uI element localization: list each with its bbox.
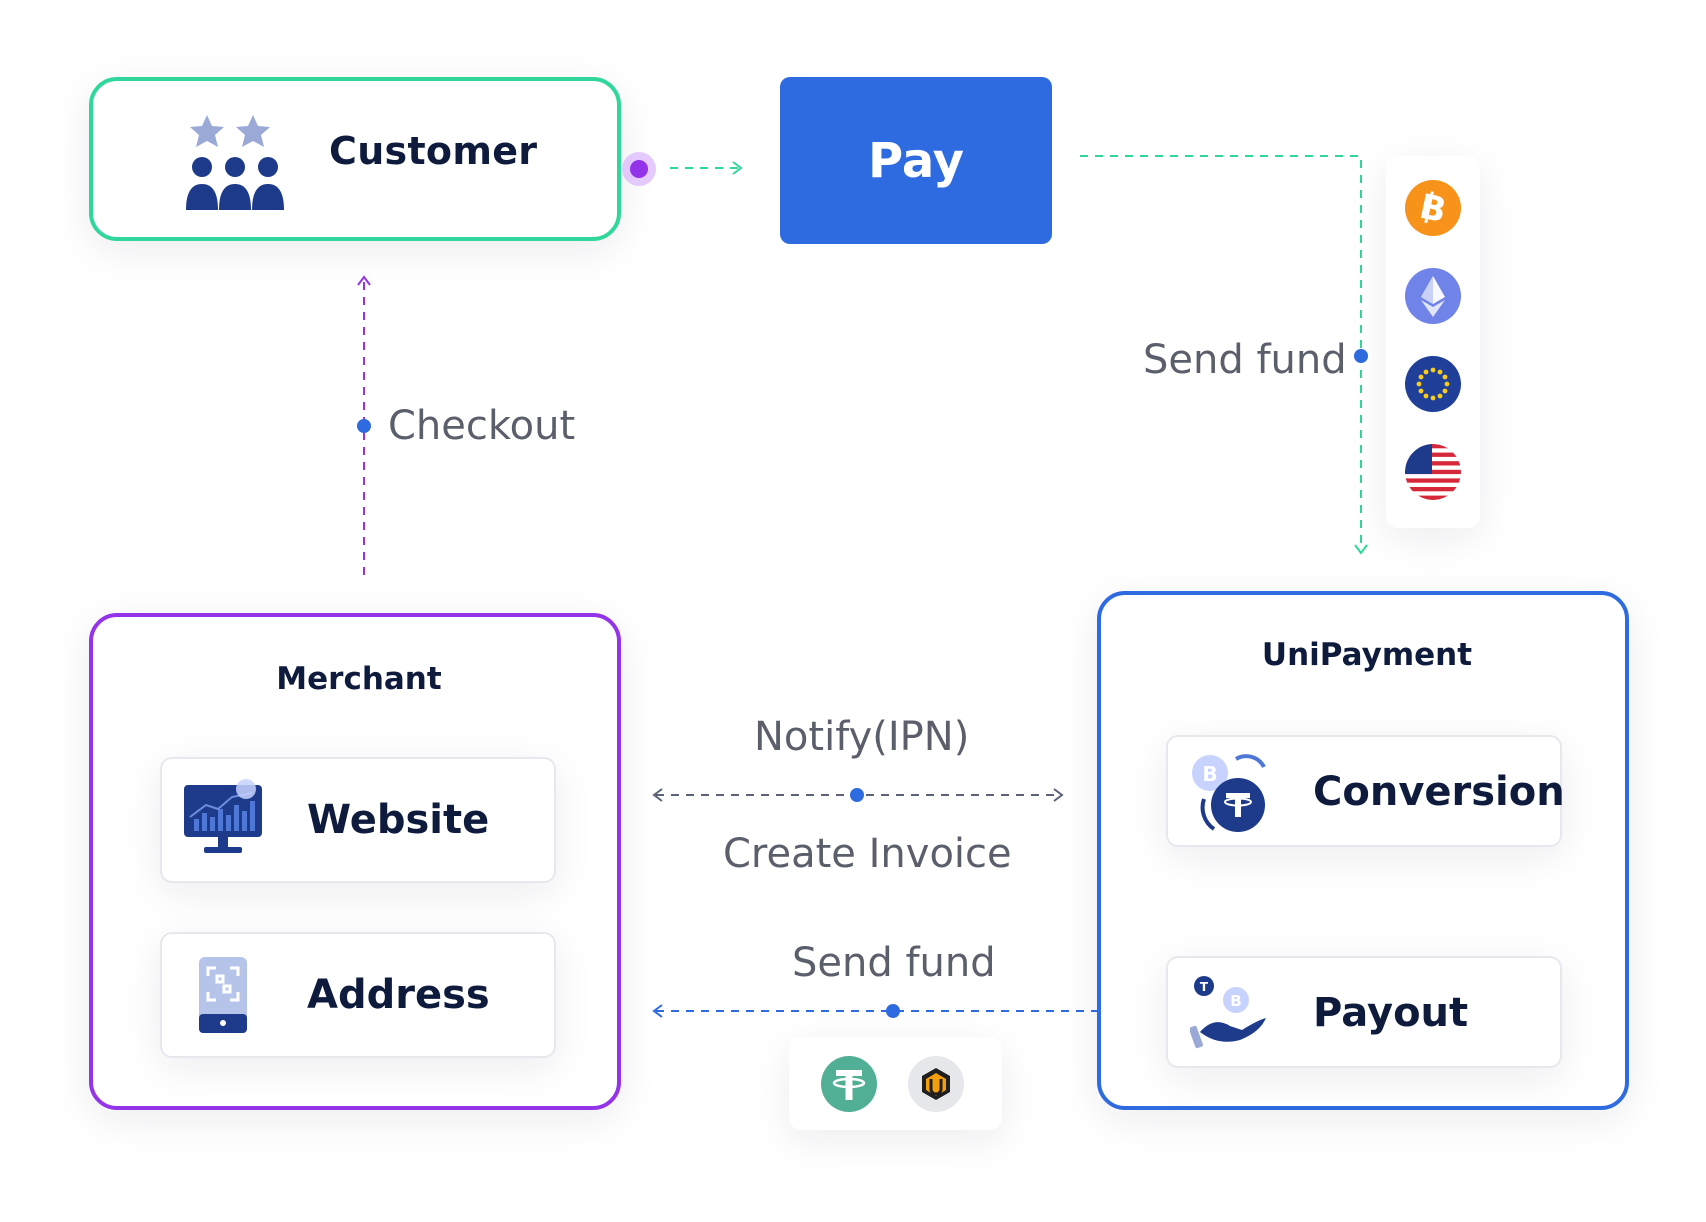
svg-text:T: T — [1200, 980, 1209, 994]
pay-to-unipayment-arrow — [1354, 544, 1368, 555]
unipayment-token-icon — [907, 1055, 965, 1117]
notify-ipn-label: Notify(IPN) — [754, 714, 970, 760]
customer-output-port[interactable] — [621, 151, 657, 191]
checkout-arrow — [357, 275, 371, 286]
merchant-node: Merchant Website — [89, 613, 621, 1110]
checkout-dot — [357, 419, 371, 433]
tether-icon — [820, 1055, 878, 1117]
ipn-dot — [850, 788, 864, 802]
pay-to-unipayment-line — [1080, 155, 1362, 550]
ipn-arrow-left — [652, 788, 663, 802]
merchant-title: Merchant — [276, 661, 442, 697]
website-label: Website — [307, 797, 490, 843]
unipayment-node: UniPayment B Conversion T B — [1097, 591, 1629, 1110]
payout-label: Payout — [1313, 990, 1469, 1036]
send-fund-top-label: Send fund — [1143, 337, 1347, 383]
website-card[interactable]: Website — [160, 757, 556, 883]
payout-card[interactable]: T B Payout — [1166, 956, 1562, 1068]
customer-label: Customer — [329, 129, 538, 173]
conversion-label: Conversion — [1313, 769, 1565, 815]
conversion-card[interactable]: B Conversion — [1166, 735, 1565, 847]
token-list — [789, 1037, 1002, 1130]
conversion-icon: B — [1188, 749, 1272, 839]
usd-flag-icon — [1405, 444, 1461, 500]
svg-text:B: B — [1202, 762, 1217, 786]
checkout-label: Checkout — [388, 403, 576, 449]
bitcoin-icon: B — [1405, 180, 1461, 236]
unipayment-title: UniPayment — [1261, 637, 1473, 673]
send-fund-dot — [1354, 349, 1368, 363]
svg-text:B: B — [1230, 992, 1241, 1010]
create-invoice-label: Create Invoice — [723, 831, 1012, 877]
payout-to-merchant-arrow — [652, 1004, 663, 1018]
customer-node[interactable]: Customer — [89, 77, 656, 241]
address-card[interactable]: Address — [160, 932, 556, 1058]
send-fund-bottom-label: Send fund — [792, 940, 996, 986]
customer-group-icon — [185, 115, 285, 215]
currency-list: B — [1386, 156, 1480, 528]
customer-to-pay-arrow — [732, 161, 743, 175]
ipn-arrow-right — [1053, 788, 1064, 802]
euro-icon — [1405, 356, 1461, 412]
address-qr-icon — [198, 956, 250, 1040]
ethereum-icon — [1405, 268, 1461, 324]
payout-icon: T B — [1189, 972, 1270, 1056]
send-fund-bottom-dot — [886, 1004, 900, 1018]
address-label: Address — [307, 972, 490, 1018]
website-monitor-icon — [182, 779, 264, 863]
pay-button[interactable]: Pay — [780, 77, 1052, 244]
